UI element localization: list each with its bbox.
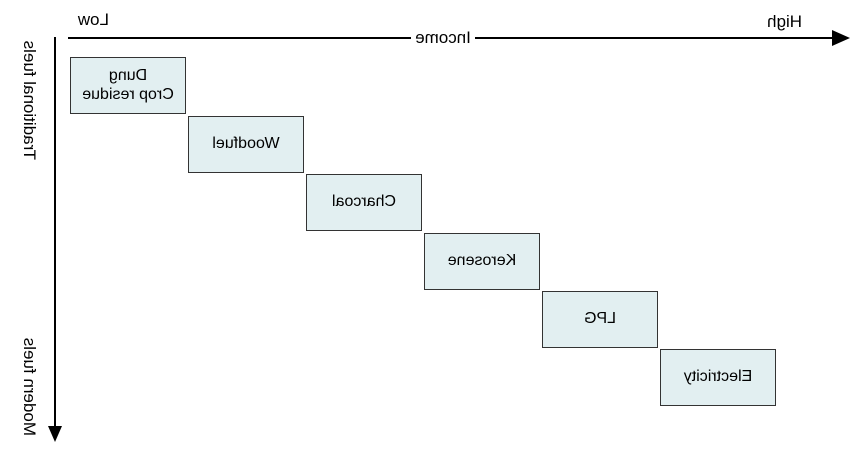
fuel-label-kerosene: Kerosene bbox=[447, 252, 517, 270]
fuel-box-electricity: Electricity bbox=[660, 349, 776, 406]
fuel-box-dung-crop-residue: Dung Crop residue bbox=[70, 57, 186, 114]
income-axis-arrowhead bbox=[832, 30, 850, 46]
fuel-box-kerosene: Kerosene bbox=[424, 233, 540, 290]
fuel-box-lpg: LPG bbox=[542, 291, 658, 348]
fuel-label-woodfuel: Woodfuel bbox=[212, 135, 280, 153]
fuel-label-electricity: Electricity bbox=[683, 368, 753, 386]
modern-fuels-label: Modern fuels bbox=[20, 337, 39, 436]
fuel-label-dung-crop-residue: Dung Crop residue bbox=[82, 67, 174, 103]
fuel-type-axis-line bbox=[54, 37, 56, 427]
traditional-fuels-label: Traditional fuels bbox=[20, 40, 39, 160]
income-low-label: Low bbox=[77, 10, 109, 29]
fuel-label-lpg: LPG bbox=[584, 310, 617, 328]
income-high-label: High bbox=[767, 12, 802, 31]
fuel-type-axis-arrowhead bbox=[48, 426, 62, 442]
fuel-box-woodfuel: Woodfuel bbox=[188, 116, 304, 173]
income-axis-title: Income bbox=[411, 28, 475, 47]
fuel-label-charcoal: Charcoal bbox=[331, 193, 397, 211]
fuel-box-charcoal: Charcoal bbox=[306, 174, 422, 231]
